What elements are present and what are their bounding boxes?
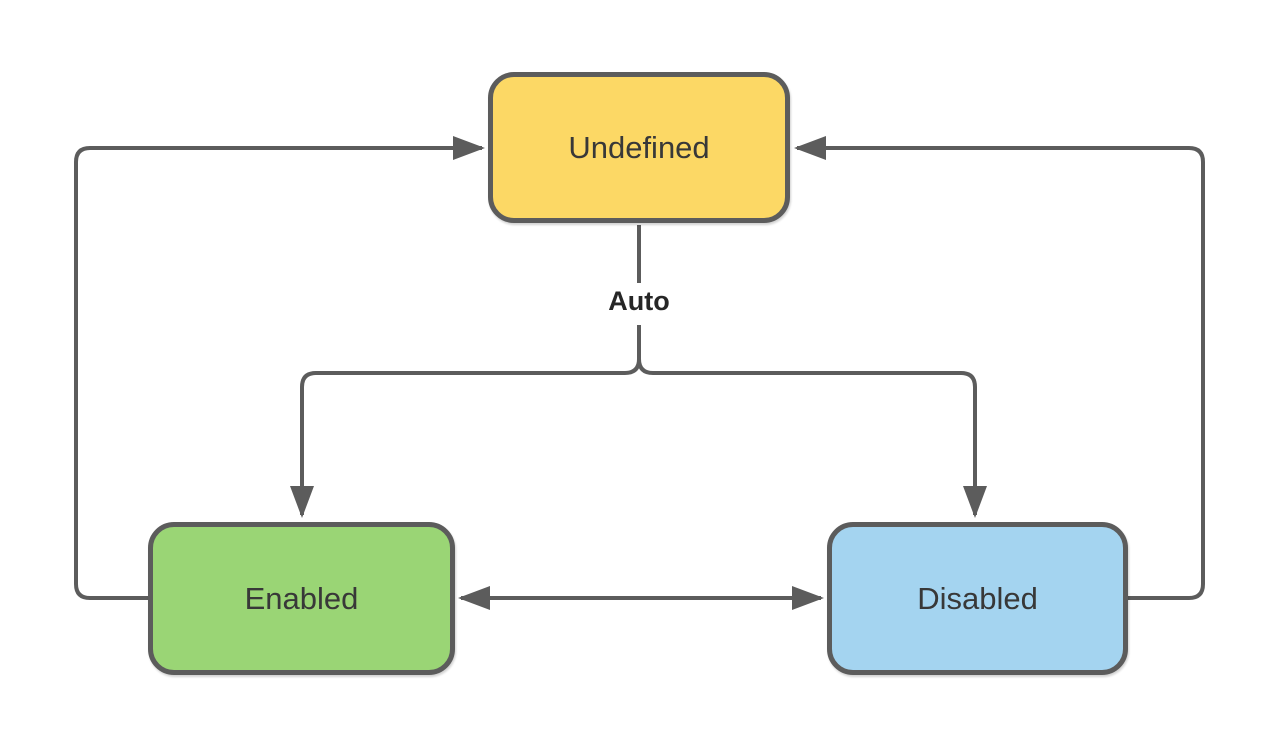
edge-undefined-to-disabled: [637, 325, 987, 518]
state-node-enabled-label: Enabled: [244, 580, 359, 616]
state-node-undefined: Undefined: [488, 72, 790, 223]
edge-disabled-to-undefined: [794, 136, 1205, 600]
state-node-disabled: Disabled: [827, 522, 1128, 675]
state-node-disabled-label: Disabled: [917, 580, 1038, 616]
state-node-undefined-label: Undefined: [568, 129, 710, 165]
edge-undefined-to-enabled: [290, 325, 641, 518]
auto-edge-label: Auto: [602, 286, 676, 317]
state-node-enabled: Enabled: [148, 522, 455, 675]
edge-enabled-to-undefined: [74, 136, 485, 600]
